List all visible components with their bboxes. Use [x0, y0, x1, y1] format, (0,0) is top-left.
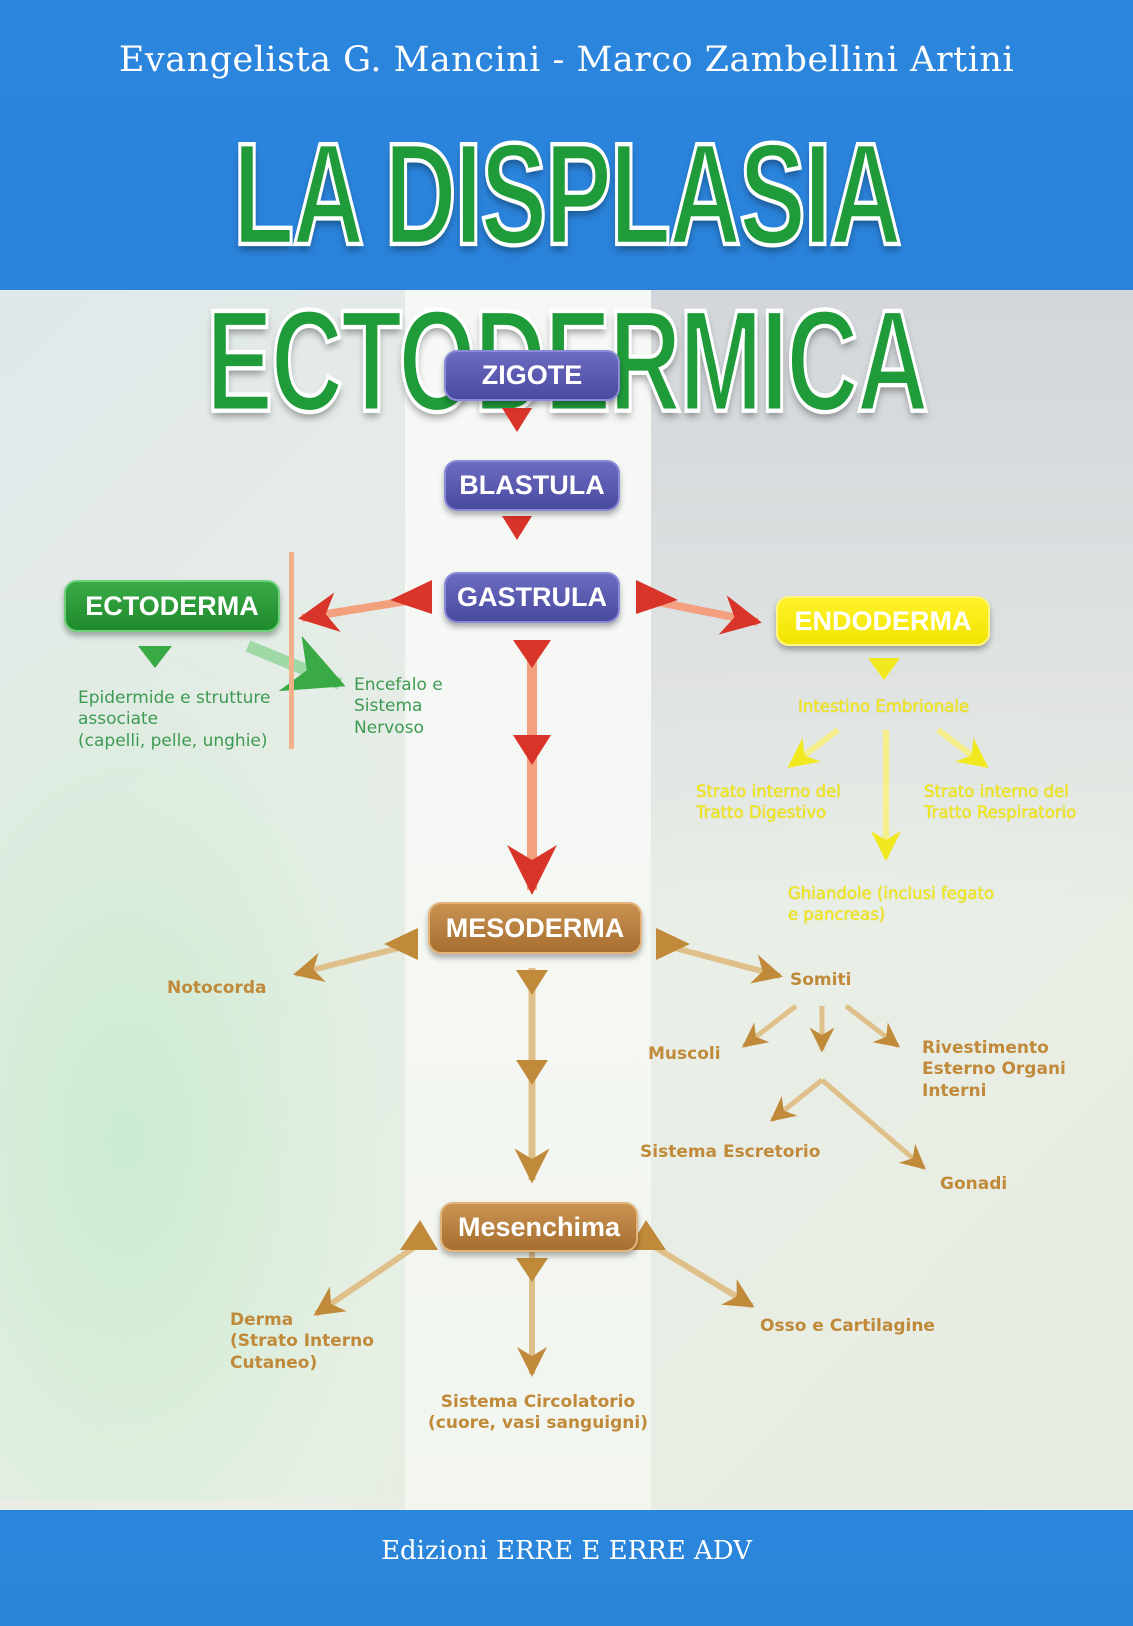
header-band: [0, 0, 1133, 290]
arrow-gastrula-mesoderma-chevron2: [513, 735, 551, 765]
arrow-mesoderma-mesenchima-chevron1: [516, 970, 548, 995]
arrow-split-gonadi: [820, 1078, 926, 1170]
node-ectoderma: ECTODERMA: [64, 580, 280, 632]
label-respiratorio: Strato interno del Tratto Respiratorio: [924, 782, 1076, 823]
label-ghiandole-line1: Ghiandole (inclusi fegato: [788, 884, 995, 903]
label-digestivo: Strato interno del Tratto Digestivo: [696, 782, 841, 823]
label-escretorio: Sistema Escretorio: [640, 1142, 821, 1162]
label-rivestimento-line3: Interni: [922, 1080, 987, 1101]
node-endoderma: ENDODERMA: [776, 596, 990, 646]
label-ghiandole: Ghiandole (inclusi fegato e pancreas): [788, 884, 994, 925]
label-digestivo-line1: Strato interno del: [696, 782, 841, 801]
label-rivestimento: Rivestimento Esterno Organi Interni: [922, 1038, 1066, 1102]
label-epidermide-line3: (capelli, pelle, unghie): [78, 730, 268, 751]
label-encefalo: Encefalo e Sistema Nervoso: [354, 675, 443, 739]
ectoderma-divider-bar: [289, 552, 294, 749]
arrow-blastula-gastrula: [502, 516, 532, 540]
label-encefalo-line3: Nervoso: [354, 717, 424, 738]
label-gonadi: Gonadi: [940, 1174, 1008, 1194]
arrow-mesenchima-derma: [313, 1235, 430, 1317]
label-digestivo-line2: Tratto Digestivo: [696, 802, 827, 822]
label-muscoli: Muscoli: [648, 1044, 721, 1064]
arrow-gastrula-mesoderma-chevron1: [513, 640, 551, 668]
node-mesenchima: Mesenchima: [440, 1202, 638, 1252]
arrow-somiti-muscoli: [742, 1004, 798, 1048]
label-circolatorio: Sistema Circolatorio (cuore, vasi sangui…: [428, 1392, 648, 1435]
arrow-split-escretorio: [770, 1078, 824, 1122]
arrow-gastrula-ectoderma-chevron: [390, 580, 432, 614]
label-derma-line3: Cutaneo): [230, 1352, 318, 1373]
arrow-ectoderma-encefalo: [245, 635, 346, 692]
arrow-mesenchima-derma-chevron: [400, 1220, 438, 1250]
label-encefalo-line1: Encefalo e: [354, 675, 443, 695]
arrow-mesoderma-somiti: [659, 941, 783, 984]
label-epidermide-line1: Epidermide e strutture: [78, 688, 271, 708]
footer-band: [0, 1510, 1133, 1626]
label-somiti: Somiti: [790, 970, 852, 990]
label-circolatorio-line2: (cuore, vasi sanguigni): [428, 1413, 648, 1434]
node-gastrula: GASTRULA: [444, 572, 620, 623]
node-zigote: ZIGOTE: [444, 350, 620, 401]
label-intestino: Intestino Embrionale: [798, 697, 970, 716]
arrow-gastrula-endoderma-chevron: [636, 580, 678, 614]
arrow-mesoderma-somiti-chevron: [656, 928, 690, 960]
arrow-intestino-respiratorio: [936, 727, 989, 769]
label-respiratorio-line2: Tratto Respiratorio: [924, 802, 1077, 822]
node-blastula: BLASTULA: [444, 460, 620, 511]
label-derma-line1: Derma: [230, 1310, 294, 1330]
arrow-ectoderma-epidermide: [138, 646, 172, 668]
label-epidermide: Epidermide e strutture associate (capell…: [78, 688, 270, 752]
authors: Evangelista G. Mancini - Marco Zambellin…: [118, 40, 1015, 80]
label-notocorda: Notocorda: [167, 978, 267, 998]
label-rivestimento-line2: Esterno Organi: [922, 1059, 1066, 1080]
arrow-somiti-rivestimento: [844, 1004, 900, 1048]
arrow-mesoderma-notocorda-chevron: [384, 928, 418, 960]
label-derma-line2: (Strato Interno: [230, 1331, 374, 1352]
label-derma: Derma (Strato Interno Cutaneo): [230, 1310, 374, 1374]
arrow-endoderma-intestino: [868, 658, 900, 680]
label-epidermide-line2: associate: [78, 709, 159, 730]
diagram-panel-glow: [0, 600, 420, 1500]
label-respiratorio-line1: Strato interno del: [924, 782, 1069, 801]
arrow-zigote-blastula: [502, 408, 532, 432]
publisher: Edizioni ERRE E ERRE ADV: [381, 1536, 752, 1566]
node-mesoderma: MESODERMA: [428, 902, 642, 954]
label-encefalo-line2: Sistema: [354, 696, 423, 717]
book-title: LA DISPLASIA ECTODERMICA: [205, 111, 931, 445]
arrow-mesenchima-circolatorio-chevron: [516, 1258, 548, 1282]
label-circolatorio-line1: Sistema Circolatorio: [440, 1392, 636, 1412]
label-ghiandole-line2: e pancreas): [788, 904, 886, 924]
label-osso: Osso e Cartilagine: [760, 1316, 935, 1336]
arrow-mesoderma-mesenchima-chevron2: [516, 1060, 548, 1085]
label-rivestimento-line1: Rivestimento: [922, 1038, 1049, 1058]
arrow-intestino-digestivo: [787, 727, 840, 769]
